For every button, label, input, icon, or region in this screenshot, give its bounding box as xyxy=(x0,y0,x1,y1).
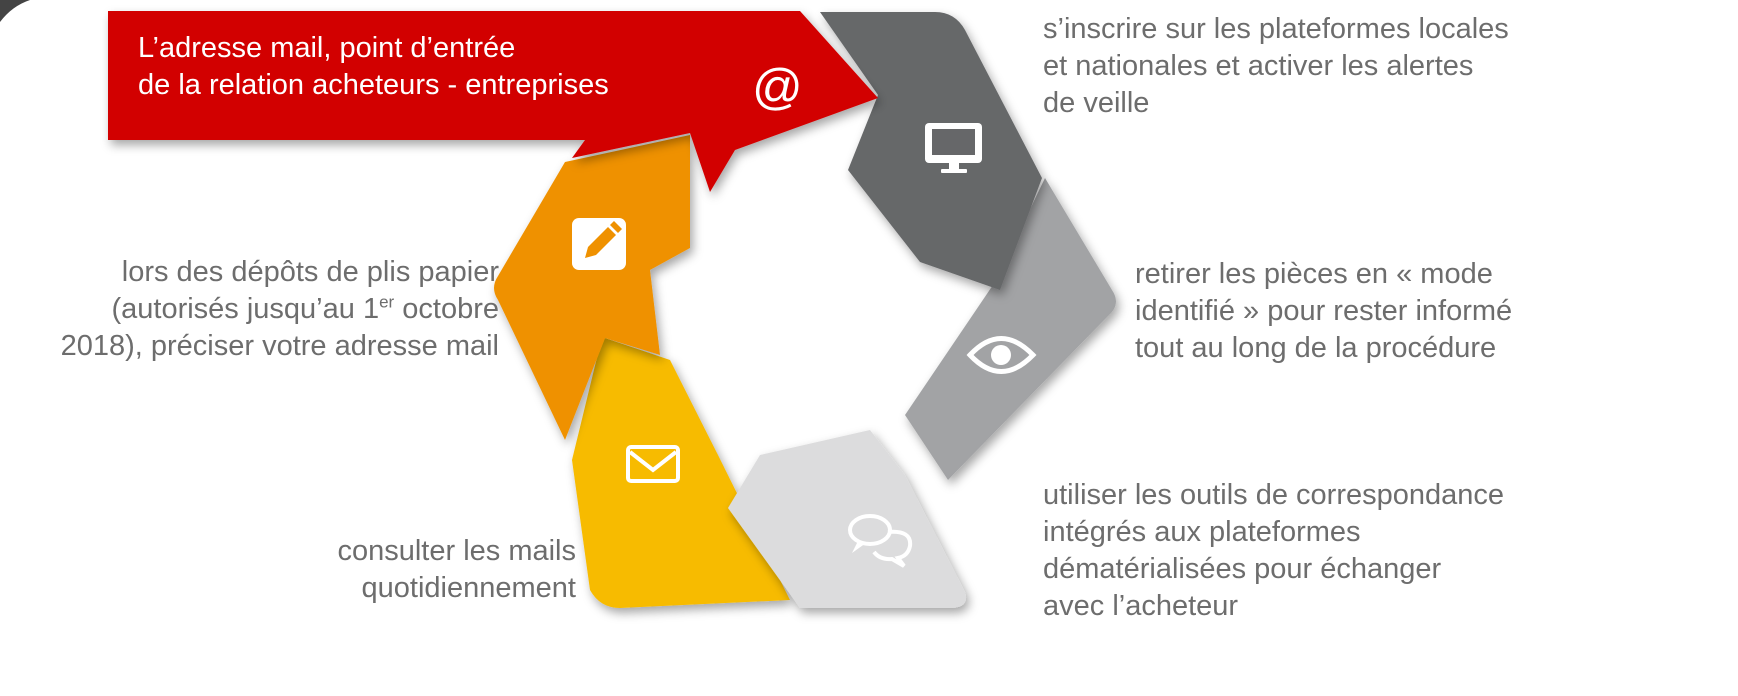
paper-line-2: (autorisés jusqu’au 1er octobre xyxy=(61,291,499,328)
title-line-1: L’adresse mail, point d’entrée xyxy=(138,32,516,64)
consult-line-1: consulter les mails xyxy=(337,535,576,567)
monitor-icon xyxy=(925,123,982,173)
correspondence-line-3: dématérialisées pour échanger xyxy=(1043,553,1442,585)
step-platforms-text: s’inscrire sur les plateformes locales e… xyxy=(1043,11,1509,122)
correspondence-line-4: avec l’acheteur xyxy=(1043,590,1239,622)
pencil-icon xyxy=(572,218,626,270)
segment-email-arrow xyxy=(108,11,878,192)
correspondence-line-2: intégrés aux plateformes xyxy=(1043,516,1361,548)
diagram-title: L’adresse mail, point d’entrée de la rel… xyxy=(138,30,609,104)
segment-correspondence xyxy=(728,430,966,608)
chat-bubbles-icon xyxy=(848,514,913,568)
segment-paper xyxy=(494,135,690,440)
segment-consult xyxy=(572,337,790,608)
step-paper-text: lors des dépôts de plis papier (autorisé… xyxy=(61,254,499,365)
paper-line-2-pre: (autorisés jusqu’au 1 xyxy=(111,293,380,325)
step-correspondence-text: utiliser les outils de correspondance in… xyxy=(1043,477,1504,625)
identified-line-3: tout au long de la procédure xyxy=(1135,332,1497,364)
segment-identified xyxy=(905,178,1116,480)
paper-line-3: 2018), préciser votre adresse mail xyxy=(60,330,499,362)
corner-decoration xyxy=(0,0,30,22)
step-identified-text: retirer les pièces en « mode identifié »… xyxy=(1135,256,1512,367)
identified-line-2: identifié » pour rester informé xyxy=(1135,295,1513,327)
platforms-line-1: s’inscrire sur les plateformes locales xyxy=(1043,13,1509,45)
eye-icon xyxy=(966,336,1037,374)
at-icon: @ xyxy=(752,59,803,115)
paper-line-2-sup: er xyxy=(379,292,395,312)
step-consult-text: consulter les mails quotidiennement xyxy=(337,533,576,607)
paper-line-2-post: octobre xyxy=(394,293,499,325)
platforms-line-2: et nationales et activer les alertes xyxy=(1043,50,1474,82)
envelope-icon xyxy=(626,445,680,483)
platforms-line-3: de veille xyxy=(1043,87,1150,119)
correspondence-line-1: utiliser les outils de correspondance xyxy=(1043,479,1505,511)
paper-line-1: lors des dépôts de plis papier xyxy=(121,256,499,288)
title-line-2: de la relation acheteurs - entreprises xyxy=(138,69,609,101)
identified-line-1: retirer les pièces en « mode xyxy=(1135,258,1493,290)
consult-line-2: quotidiennement xyxy=(361,572,576,604)
